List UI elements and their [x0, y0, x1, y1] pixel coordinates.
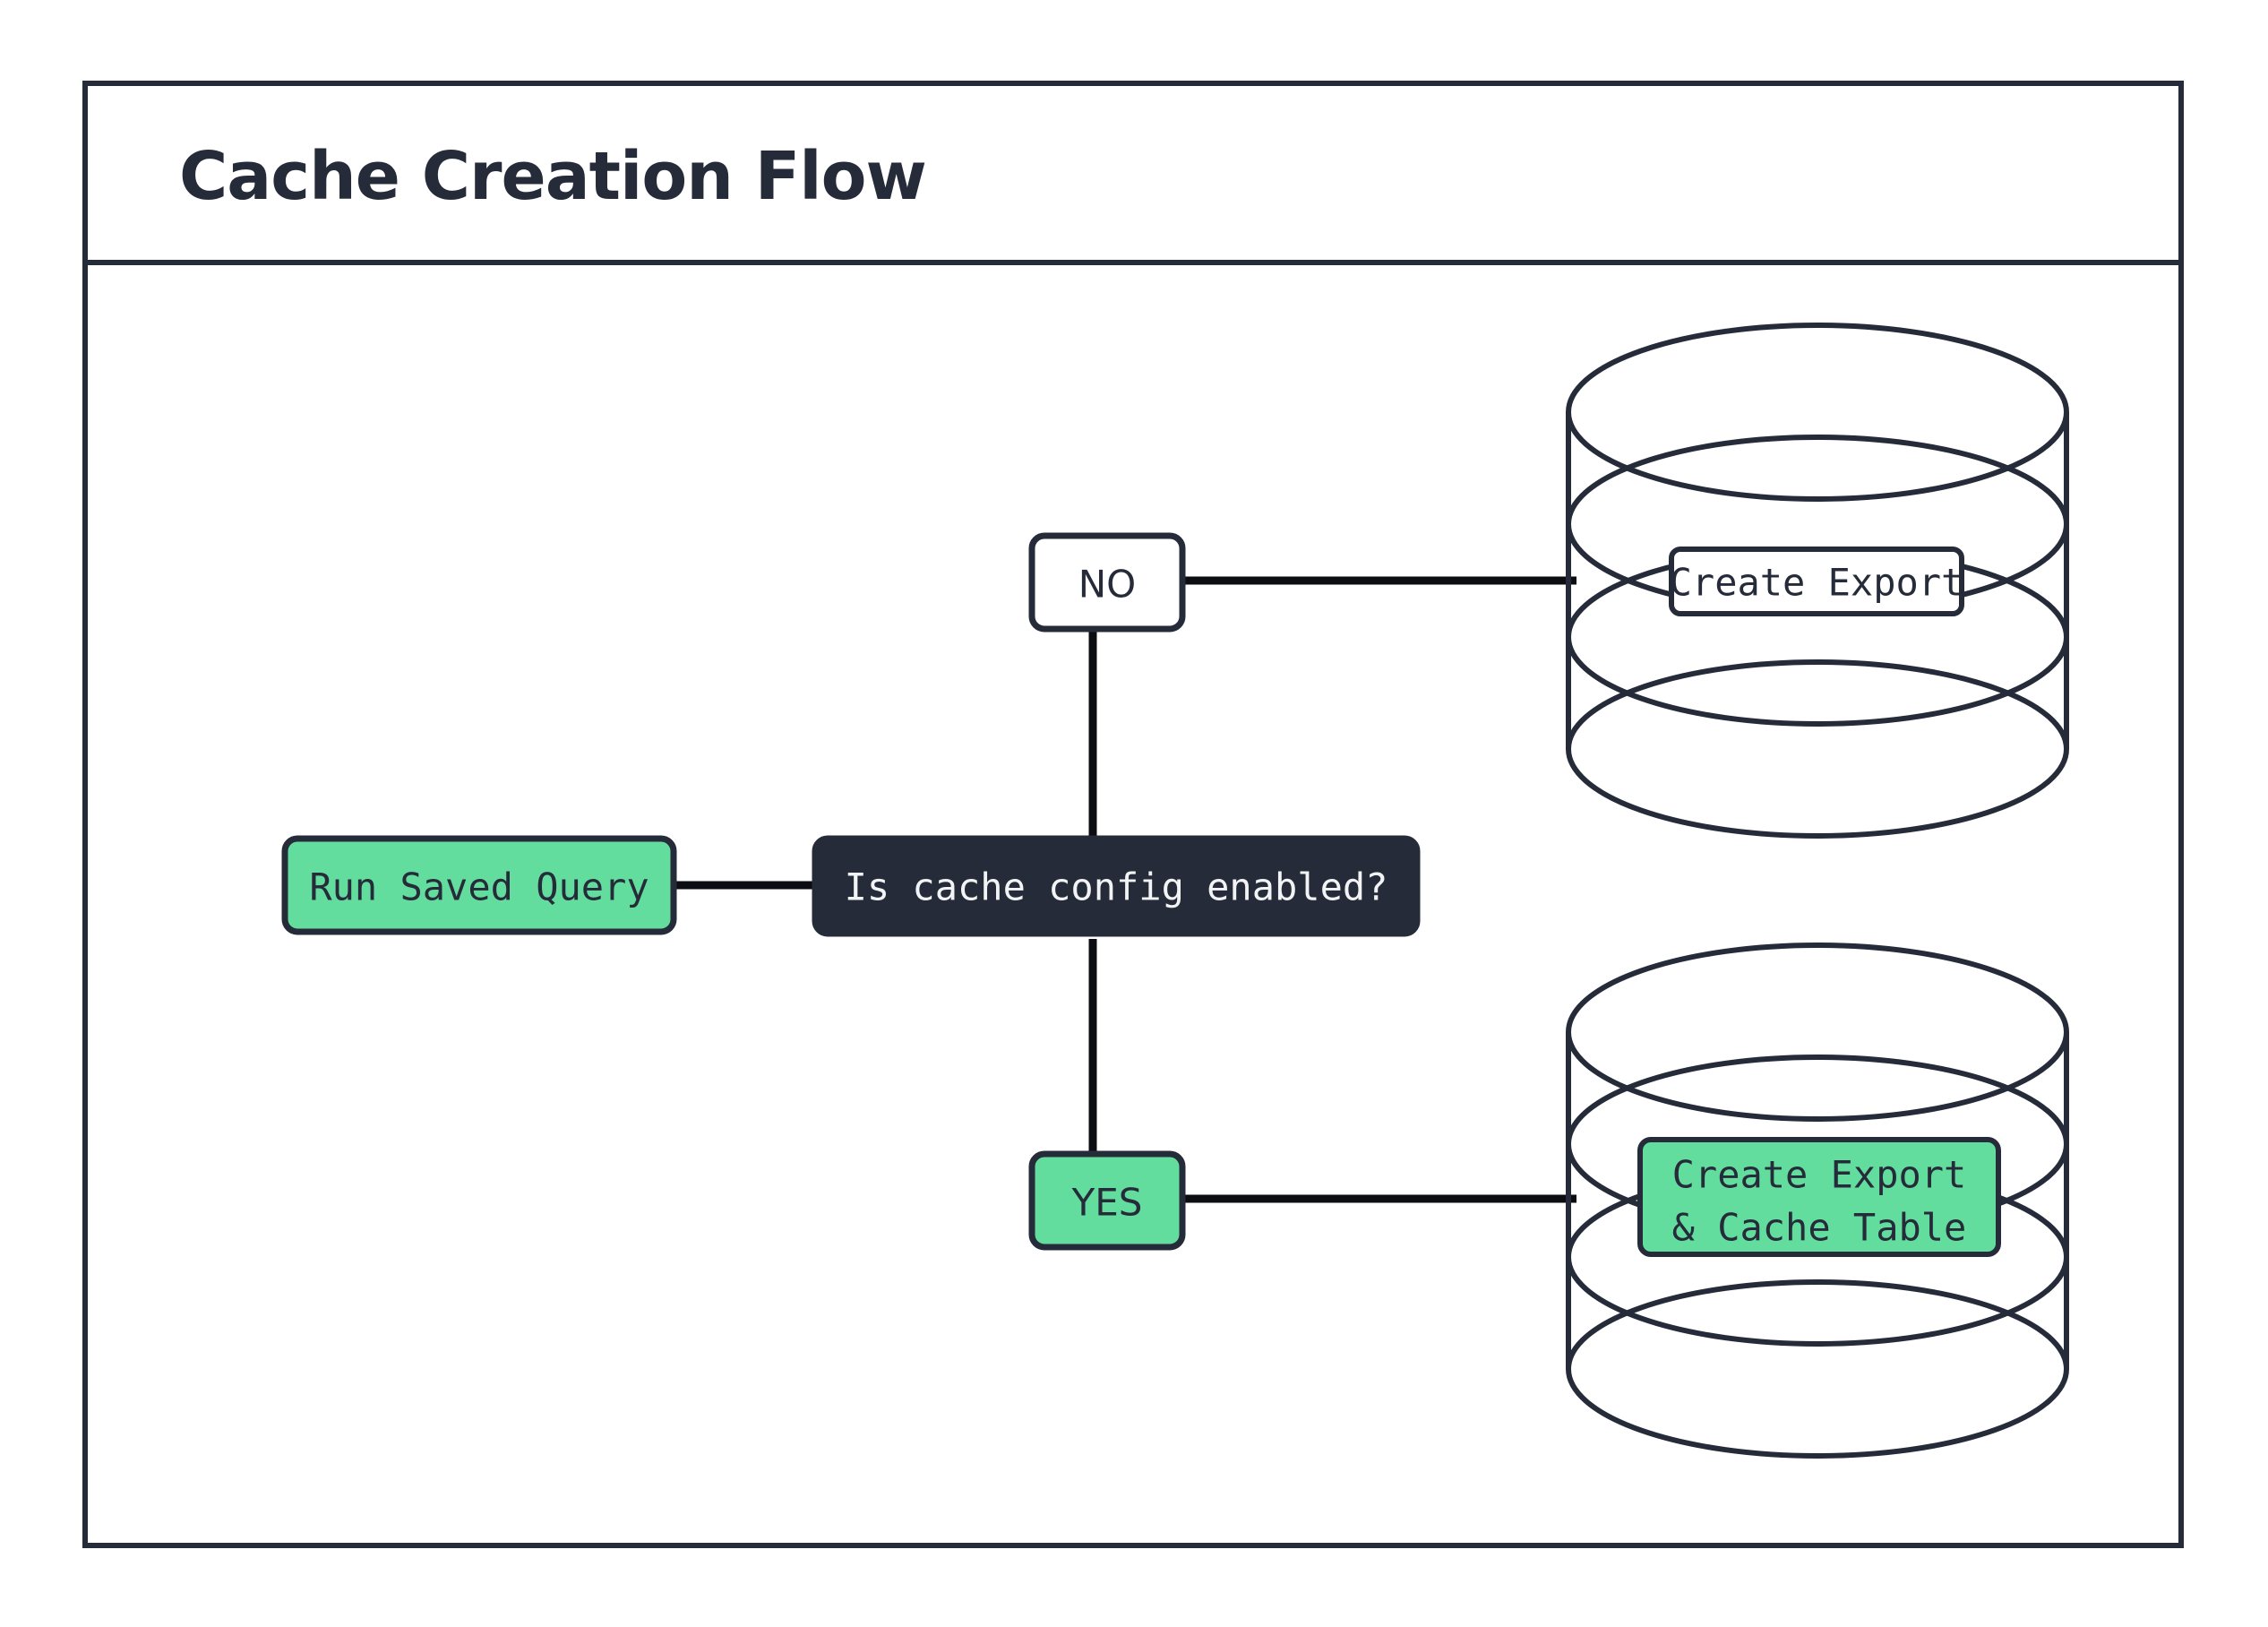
cache-config-decision-label: Is cache config enabled?	[845, 865, 1388, 909]
run-saved-query-node[interactable]: Run Saved Query	[281, 835, 677, 935]
create-export-cache-label-line1: Create Export	[1672, 1153, 1967, 1197]
run-saved-query-box[interactable]	[281, 835, 677, 935]
page-title: Cache Creation Flow	[179, 138, 926, 215]
branch-no-label: NO	[1078, 563, 1136, 607]
branch-yes-box[interactable]	[1028, 1150, 1186, 1251]
run-saved-query-label: Run Saved Query	[309, 865, 649, 909]
branch-no-box[interactable]	[1028, 532, 1186, 633]
cache-config-decision-node[interactable]: Is cache config enabled?	[812, 835, 1421, 937]
create-export-cache-db-node[interactable]: Create Export & Cache Table	[1566, 943, 2069, 1459]
edge-layer	[672, 576, 1576, 1203]
branch-yes-label: YES	[1071, 1181, 1143, 1225]
cylinder2-disk-1	[1566, 943, 2069, 1122]
cylinder-disk-4	[1566, 659, 2069, 839]
cylinder-disk-1	[1566, 323, 2069, 502]
cache-config-decision-box[interactable]	[812, 835, 1421, 937]
branch-no-node[interactable]: NO	[1028, 532, 1186, 633]
branch-yes-node[interactable]: YES	[1028, 1150, 1186, 1251]
create-export-db-node[interactable]: Create Export	[1566, 323, 2069, 839]
create-export-cache-label-line2: & Cache Table	[1672, 1206, 1967, 1250]
create-export-cache-label-plate	[1637, 1137, 2001, 1257]
create-export-label: Create Export	[1670, 561, 1964, 605]
create-export-label-plate	[1669, 547, 1964, 616]
cylinder2-disk-4	[1566, 1279, 2069, 1459]
